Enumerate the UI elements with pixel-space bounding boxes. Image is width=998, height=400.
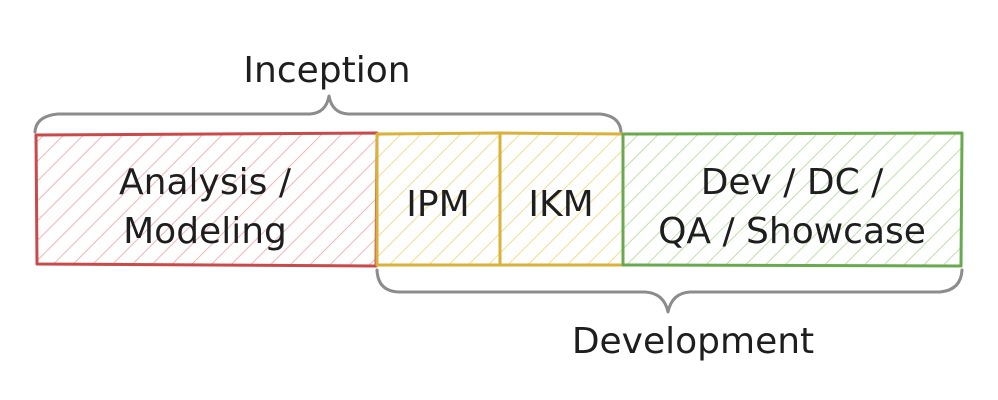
phase-ipm-label: IPM xyxy=(406,184,469,225)
phase-analysis-modeling-label-2: Modeling xyxy=(123,211,287,252)
development-label: Development xyxy=(572,321,814,362)
phase-ikm: IKM xyxy=(498,131,625,267)
phase-ikm-label: IKM xyxy=(528,184,593,225)
phase-ipm: IPM xyxy=(375,131,502,267)
phase-dev-dc-qa-showcase-label-2: QA / Showcase xyxy=(658,211,926,252)
inception-label: Inception xyxy=(243,50,410,91)
phase-analysis-modeling: Analysis / Modeling xyxy=(34,131,379,268)
inception-brace xyxy=(33,94,623,134)
phase-analysis-modeling-label-1: Analysis / xyxy=(119,162,292,203)
phase-dev-dc-qa-showcase: Dev / DC / QA / Showcase xyxy=(621,131,964,268)
development-brace xyxy=(375,268,964,314)
phase-dev-dc-qa-showcase-label-1: Dev / DC / xyxy=(701,162,884,203)
